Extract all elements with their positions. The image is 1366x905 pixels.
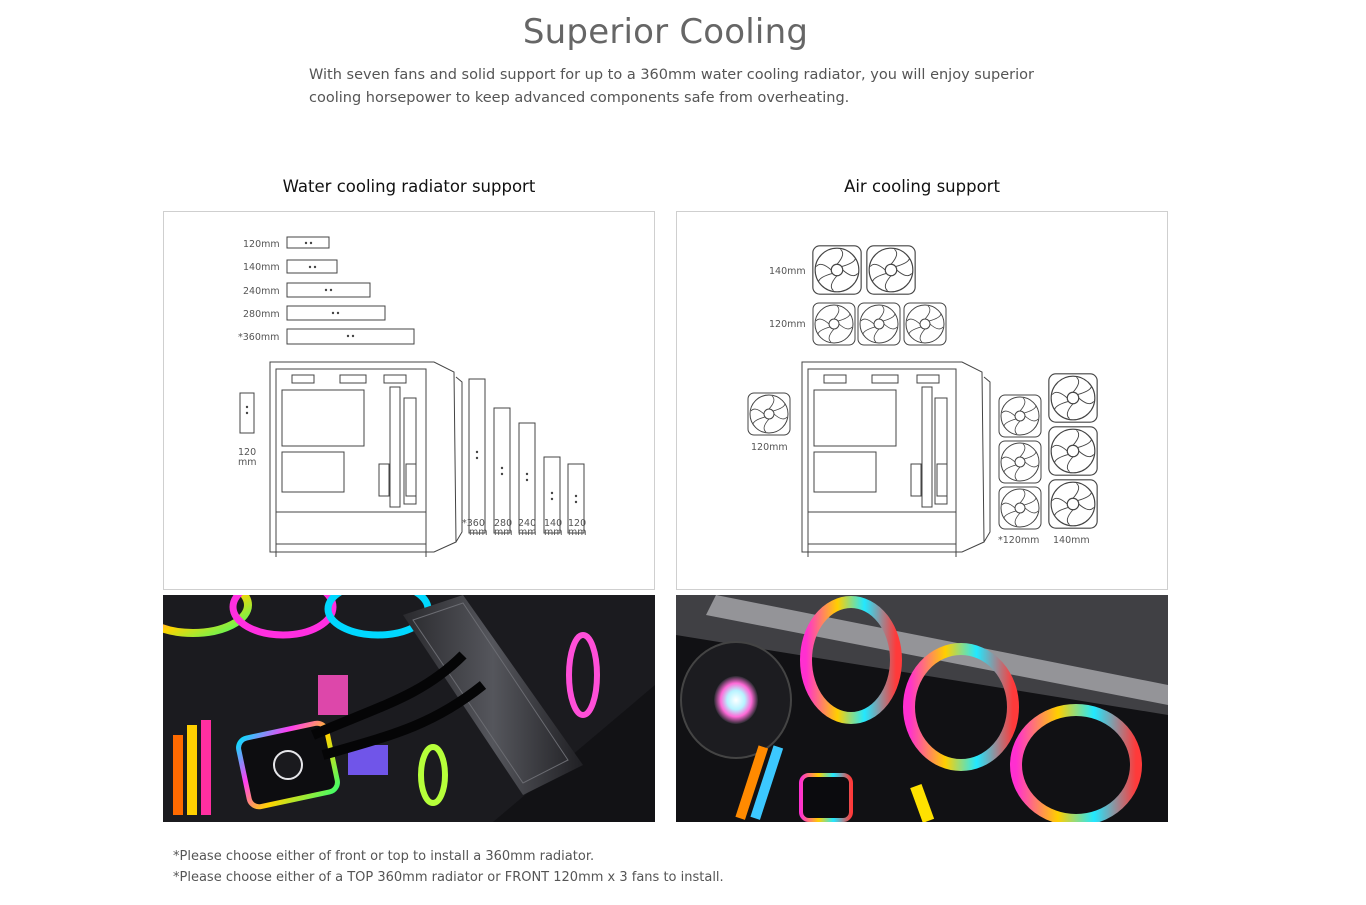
water-cooling-diagram: 120mm 140mm 240mm 280mm *360mm 120 mm *3… xyxy=(163,211,655,590)
water-top-size-280: 280mm xyxy=(243,309,280,320)
fan-icon xyxy=(812,245,862,295)
water-cooling-photo xyxy=(163,595,655,822)
air-top-120-label: 120mm xyxy=(769,319,806,330)
air-top-140-label: 140mm xyxy=(769,266,806,277)
fan-icon xyxy=(998,440,1042,484)
section-intro: With seven fans and solid support for up… xyxy=(309,67,1034,106)
water-front-240-unit: mm xyxy=(518,527,537,538)
fan-icon xyxy=(1048,479,1098,529)
fan-icon xyxy=(903,302,947,346)
fan-icon xyxy=(857,302,901,346)
fan-icon xyxy=(1048,373,1098,423)
air-rear-120-label: 120mm xyxy=(751,442,788,453)
water-top-size-140: 140mm xyxy=(243,262,280,273)
footnotes: *Please choose either of front or top to… xyxy=(173,846,724,888)
fan-icon xyxy=(747,392,791,436)
section-title: Superior Cooling xyxy=(522,12,809,52)
water-rear-size-unit: mm xyxy=(238,457,257,468)
fan-icon xyxy=(812,302,856,346)
water-front-120-unit: mm xyxy=(568,527,587,538)
water-top-size-120: 120mm xyxy=(243,239,280,250)
air-cooling-photo xyxy=(676,595,1168,822)
footnote-radiator: *Please choose either of front or top to… xyxy=(173,849,595,864)
air-cooling-heading: Air cooling support xyxy=(844,177,1000,196)
water-front-360-unit: mm xyxy=(469,527,488,538)
water-front-360-number: *360 xyxy=(462,518,485,529)
air-front-120-label: *120mm xyxy=(998,535,1039,546)
air-cooling-diagram: 140mm 120mm 120mm *120mm 140mm xyxy=(676,211,1168,590)
water-front-140-number: 140 xyxy=(544,518,562,529)
fan-icon xyxy=(1048,426,1098,476)
air-front-140-label: 140mm xyxy=(1053,535,1090,546)
fan-icon xyxy=(866,245,916,295)
fan-icon xyxy=(998,486,1042,530)
fan-icon xyxy=(998,394,1042,438)
water-front-240-number: 240 xyxy=(518,518,536,529)
water-front-120-number: 120 xyxy=(568,518,586,529)
water-top-size-360: *360mm xyxy=(238,332,279,343)
water-cooling-heading: Water cooling radiator support xyxy=(282,177,536,196)
water-front-140-unit: mm xyxy=(544,527,563,538)
water-front-280-unit: mm xyxy=(494,527,513,538)
footnote-top-or-front: *Please choose either of a TOP 360mm rad… xyxy=(173,870,724,885)
water-front-280-number: 280 xyxy=(494,518,512,529)
water-rear-size-number: 120 xyxy=(238,447,256,458)
water-top-size-240: 240mm xyxy=(243,286,280,297)
